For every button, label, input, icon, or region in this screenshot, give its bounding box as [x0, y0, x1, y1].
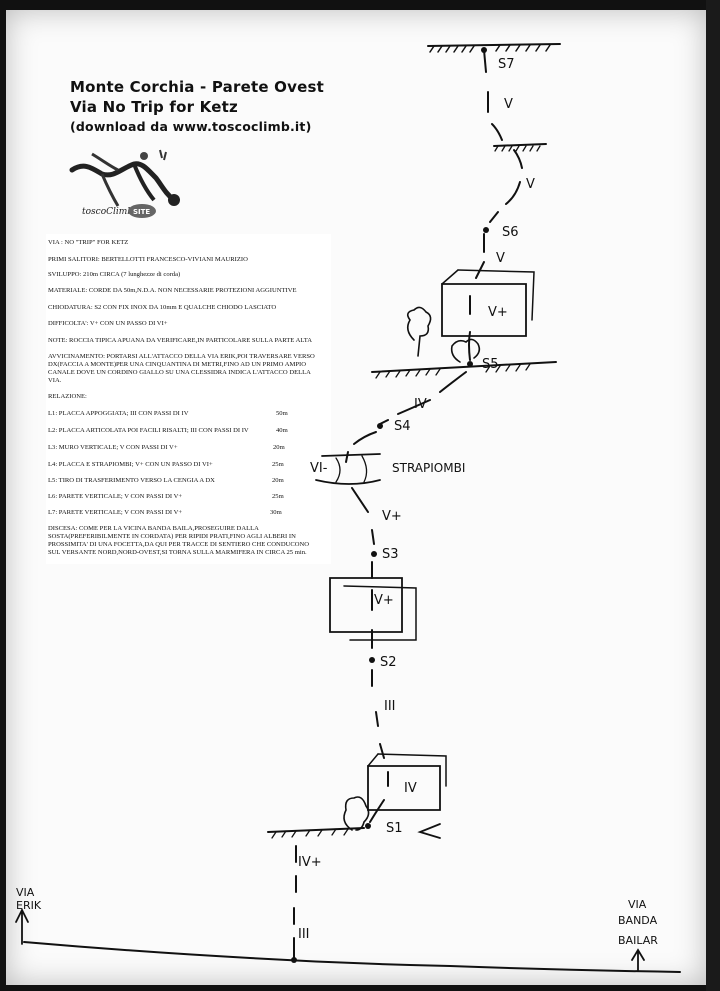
route-s2-s1 [369, 669, 389, 823]
info-approach-line: CANALE DOVE UN CORDINO GIALLO SU UNA CLE… [48, 369, 311, 376]
belay-s6: S6 [502, 225, 519, 240]
route-s4-roof [345, 431, 377, 463]
info-descent-line: PROSSIMITA' DI UNA FOCETTA,DA QUI PER TR… [48, 541, 310, 548]
tree-icon [343, 796, 370, 831]
belay-s3: S3 [382, 547, 399, 562]
logo-badge: SITE [133, 208, 150, 216]
pitch-l5-length: 20m [272, 477, 284, 484]
ground-line [23, 941, 681, 973]
roof-s3 [329, 577, 403, 633]
route-roof-s3 [351, 487, 375, 545]
arrow-to-s1-icon [417, 823, 441, 839]
arrow-via-erik-icon [15, 907, 29, 945]
pitch-l4-length: 25m [272, 461, 284, 468]
belay-dot-s3 [371, 551, 377, 557]
belay-s5: S5 [482, 357, 499, 372]
pitch-l1: L1: PLACCA APPOGGIATA; III CON PASSI DI … [48, 410, 189, 417]
info-notes: NOTE: ROCCIA TIPICA APUANA DA VERIFICARE… [48, 337, 313, 344]
belay-s2: S2 [380, 655, 397, 670]
info-description-label: RELAZIONE: [48, 393, 87, 400]
title-mountain: Monte Corchia - Parete Ovest [70, 78, 324, 96]
grade-l4-roof: VI- [310, 461, 328, 476]
overhang-label: STRAPIOMBI [392, 461, 465, 475]
grade-start-upper: IV+ [298, 855, 322, 870]
route-s7-s6 [483, 49, 523, 223]
pitch-l7: L7: PARETE VERTICALE; V CON PASSI DI V+ [48, 509, 183, 516]
grade-l1: IV [404, 781, 417, 796]
grade-l6-roof: V+ [488, 305, 508, 320]
info-descent-line: SOSTA(PREFERIBILMENTE IN CORDATA) PER RI… [48, 533, 296, 540]
pitch-l3: L3: MURO VERTICALE; V CON PASSI DI V+ [48, 444, 178, 451]
grade-l6-upper: V [496, 251, 505, 266]
belay-dot-s4 [377, 423, 383, 429]
title-route: Via No Trip for Ketz [70, 98, 238, 116]
belay-dot-s7 [481, 47, 487, 53]
grade-l7-upper: V [504, 97, 513, 112]
pitch-l1-length: 50m [276, 410, 288, 417]
info-difficulty: DIFFICOLTA': V+ CON UN PASSO DI VI+ [48, 320, 168, 327]
info-approach-line: DX(FACCIA A MONTE)PER UNA CINQUANTINA DI… [48, 361, 306, 368]
route-start [293, 845, 297, 959]
grade-l7-lower: V [526, 177, 535, 192]
tree-icon [450, 338, 481, 363]
pitch-l4: L4: PLACCA E STRAPIOMBI; V+ CON UN PASSO… [48, 461, 213, 468]
grade-l2: III [384, 699, 396, 714]
belay-s1: S1 [386, 821, 403, 836]
overhang-upper [321, 453, 381, 457]
grade-l4: V+ [382, 509, 402, 524]
via-banda-label-1: VIA [628, 898, 647, 911]
grade-start-lower: III [298, 927, 310, 942]
via-banda-label-3: BAILAR [618, 934, 658, 947]
belay-dot-s2 [369, 657, 375, 663]
pitch-l6-length: 25m [272, 493, 284, 500]
belay-dot-s6 [483, 227, 489, 233]
belay-s4: S4 [394, 419, 411, 434]
pitch-l5: L5: TIRO DI TRASFERIMENTO VERSO LA CENGI… [48, 477, 215, 484]
belay-dot-s5 [467, 361, 473, 367]
info-first-ascent: PRIMI SALITORI: BERTELLOTTI FRANCESCO-VI… [48, 256, 248, 263]
info-descent-line: DISCESA: COME PER LA VICINA BANDA BAILA,… [48, 525, 259, 532]
ledge-mid [493, 143, 547, 147]
pitch-l7-length: 30m [270, 509, 282, 516]
info-bolting: CHIODATURA: S2 CON FIX INOX DA 10mm E QU… [48, 304, 277, 311]
pitch-l2-length: 40m [276, 427, 288, 434]
grade-l5: IV [414, 397, 427, 412]
info-descent-line: SUL VERSANTE NORD,NORD-OVEST,SI TORNA SU… [48, 549, 307, 556]
pitch-l3-length: 20m [273, 444, 285, 451]
toscoclimb-logo: toscoClimb SITE [69, 149, 180, 218]
logo-script: toscoClimb [82, 207, 133, 217]
info-approach-line: VIA. [48, 377, 62, 384]
roof-s6 [441, 283, 527, 337]
via-erik-label-1: VIA [16, 886, 35, 899]
overhang-lower [315, 479, 381, 485]
info-length: SVILUPPO: 210m CIRCA (7 lunghezze di cor… [48, 271, 181, 278]
info-gear: MATERIALE: CORDE DA 50m,N.D.A. NON NECES… [48, 287, 297, 294]
block-s1 [367, 765, 441, 811]
belay-s7: S7 [498, 57, 515, 72]
route-info-panel [46, 234, 331, 564]
ledge-s5 [371, 361, 557, 373]
info-approach-line: AVVICINAMENTO: PORTARSI ALL'ATTACCO DELL… [48, 353, 315, 360]
grade-l3: V+ [374, 593, 394, 608]
pitch-l2: L2: PLACCA ARTICOLATA POI FACILI RISALTI… [48, 427, 249, 434]
via-erik-label-2: ERIK [16, 899, 42, 912]
scan-edge [706, 0, 720, 991]
info-via: VIA : NO "TRIP" FOR KETZ [48, 239, 129, 246]
arrow-via-banda-icon [631, 948, 645, 971]
tree-icon [406, 306, 432, 357]
belay-dot-s1 [365, 823, 371, 829]
via-banda-label-2: BANDA [618, 914, 658, 927]
pitch-l6: L6: PARETE VERTICALE; V CON PASSI DI V+ [48, 493, 183, 500]
start-dot [291, 957, 297, 963]
ledge-s1 [267, 827, 365, 833]
download-note: (download da www.toscoclimb.it) [70, 119, 312, 134]
